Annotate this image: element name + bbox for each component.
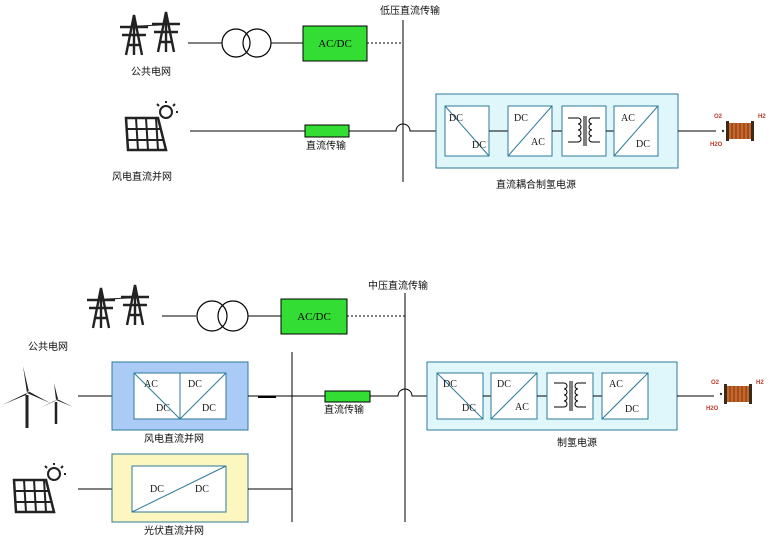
stage-out-label: DC <box>462 403 476 414</box>
bottom-bus-label: 中压直流传输 <box>368 279 428 292</box>
top-stage-2: DC AC <box>507 105 553 157</box>
top-stage-1: DC DC <box>444 105 490 157</box>
stage-in-label: DC <box>443 379 457 390</box>
stage-in-label: DC <box>449 113 463 124</box>
transformer-icon <box>196 300 249 332</box>
wind-label: 风电直流并网 <box>144 432 204 445</box>
top-stage-3: AC DC <box>613 105 659 157</box>
electrolyzer-icon <box>721 120 755 142</box>
stage-in-label: DC <box>497 379 511 390</box>
bottom-stage-2: DC AC <box>490 372 538 420</box>
stage-in-label: AC <box>609 379 623 390</box>
stage-out-label: DC <box>195 484 209 495</box>
stage-in-label: DC <box>150 484 164 495</box>
top-acdc-box <box>302 25 368 62</box>
top-pv-label: 风电直流并网 <box>112 170 172 183</box>
stage-in-label: AC <box>621 113 635 124</box>
top-acdc-label: AC/DC <box>318 38 352 50</box>
power-grid-icon <box>85 283 151 330</box>
stage-out-label: DC <box>636 139 650 150</box>
stage-out-label: AC <box>531 137 545 148</box>
stage-out-label: DC <box>472 140 486 151</box>
top-grid-label: 公共电网 <box>131 65 171 78</box>
bottom-acdc-box <box>280 298 348 335</box>
stage-in-label: DC <box>188 379 202 390</box>
solar-panel-icon <box>124 99 180 152</box>
bottom-hf-transformer <box>546 372 594 420</box>
h2-label: H2 <box>758 114 766 120</box>
h2-label: H2 <box>756 380 764 386</box>
stage-out-label: DC <box>625 404 639 415</box>
stage-out-label: DC <box>156 403 170 414</box>
top-dc-line-marker <box>304 124 350 138</box>
wind-turbine-icon <box>2 366 73 428</box>
o2-label: O2 <box>711 380 720 386</box>
bottom-grid-label: 公共电网 <box>28 340 68 353</box>
top-bus-label: 低压直流传输 <box>380 4 440 17</box>
transformer-icon <box>221 28 272 58</box>
top-hf-transformer <box>561 105 607 157</box>
h2o-label: H2O <box>710 142 723 148</box>
stage-in-label: AC <box>144 379 158 390</box>
o2-label: O2 <box>714 114 723 120</box>
bottom-dc-line-marker <box>324 390 371 403</box>
pv-label: 光伏直流并网 <box>144 524 204 537</box>
stage-out-label: DC <box>202 403 216 414</box>
bottom-line-label: 直流传输 <box>324 403 364 416</box>
h2o-label: H2O <box>706 406 719 412</box>
bottom-acdc-label: AC/DC <box>297 311 331 323</box>
solar-panel-icon <box>12 461 68 514</box>
top-supply-label: 直流耦合制氢电源 <box>496 178 576 191</box>
electrolyzer-icon <box>719 383 753 405</box>
wind-stage-1: AC DC <box>133 372 181 420</box>
top-diagram: 公共电网 AC/DC 低压直流传输 风电直流并网 直流传输 DC DC <box>112 4 766 191</box>
bottom-supply-label: 制氢电源 <box>557 436 597 449</box>
bottom-stage-3: AC DC <box>601 372 649 420</box>
stage-out-label: AC <box>515 402 529 413</box>
bottom-diagram: 公共电网 AC/DC 中压直流传输 AC DC <box>2 279 764 537</box>
bottom-stage-1: DC DC <box>436 372 484 420</box>
stage-in-label: DC <box>514 113 528 124</box>
power-grid-icon <box>118 10 182 57</box>
pv-stage: DC DC <box>131 465 227 513</box>
top-line-label: 直流传输 <box>306 139 346 152</box>
wind-stage-2: DC DC <box>179 372 227 420</box>
